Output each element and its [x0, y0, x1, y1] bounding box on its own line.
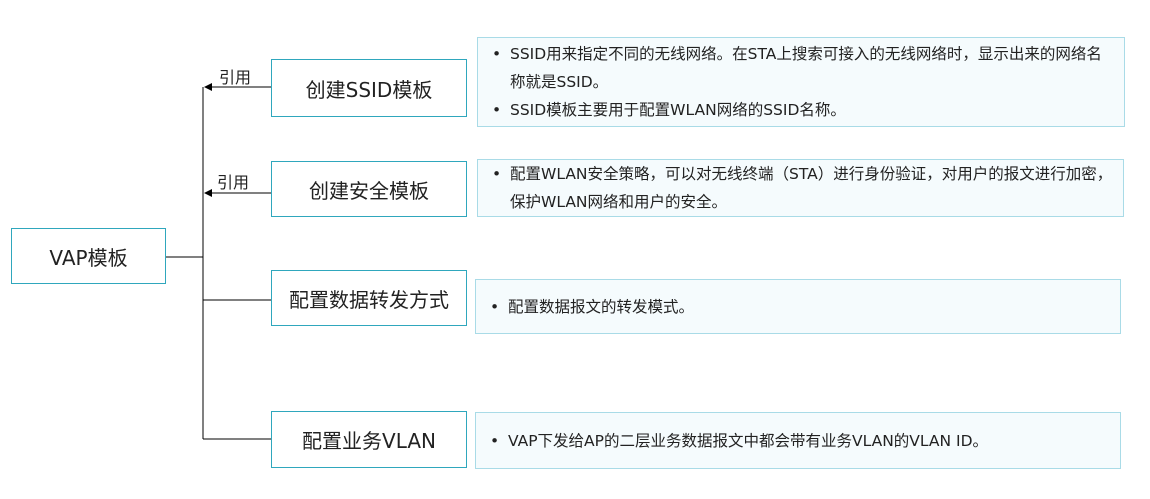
root-node-vap-template: VAP模板 [11, 228, 166, 284]
bullet-item: 配置WLAN安全策略，可以对无线终端（STA）进行身份验证，对用户的报文进行加密… [488, 160, 1113, 216]
bullet-list: VAP下发给AP的二层业务数据报文中都会带有业务VLAN的VLAN ID。 [486, 427, 1110, 455]
edge-label-security: 引用 [217, 173, 250, 192]
bullet-list: 配置WLAN安全策略，可以对无线终端（STA）进行身份验证，对用户的报文进行加密… [488, 160, 1113, 216]
bullet-list: SSID用来指定不同的无线网络。在STA上搜索可接入的无线网络时，显示出来的网络… [488, 40, 1114, 124]
desc-forward-mode: 配置数据报文的转发模式。 [475, 279, 1121, 334]
node-config-forward-mode: 配置数据转发方式 [271, 270, 467, 326]
edge-label-ssid: 引用 [219, 68, 252, 87]
bullet-list: 配置数据报文的转发模式。 [486, 293, 1110, 321]
desc-service-vlan: VAP下发给AP的二层业务数据报文中都会带有业务VLAN的VLAN ID。 [475, 412, 1121, 469]
node-create-security-template: 创建安全模板 [271, 161, 467, 217]
bullet-item: SSID用来指定不同的无线网络。在STA上搜索可接入的无线网络时，显示出来的网络… [488, 40, 1114, 96]
desc-ssid-template: SSID用来指定不同的无线网络。在STA上搜索可接入的无线网络时，显示出来的网络… [477, 37, 1125, 127]
node-label: 创建安全模板 [309, 178, 429, 203]
node-create-ssid-template: 创建SSID模板 [271, 59, 467, 117]
desc-security-template: 配置WLAN安全策略，可以对无线终端（STA）进行身份验证，对用户的报文进行加密… [477, 159, 1124, 217]
node-label: 配置业务VLAN [302, 429, 436, 453]
bullet-item: SSID模板主要用于配置WLAN网络的SSID名称。 [488, 96, 1114, 124]
bullet-item: 配置数据报文的转发模式。 [486, 293, 1110, 321]
root-node-label: VAP模板 [49, 245, 128, 270]
node-label: 创建SSID模板 [305, 77, 433, 102]
node-config-service-vlan: 配置业务VLAN [271, 411, 467, 468]
node-label: 配置数据转发方式 [289, 287, 449, 312]
bullet-item: VAP下发给AP的二层业务数据报文中都会带有业务VLAN的VLAN ID。 [486, 427, 1110, 455]
